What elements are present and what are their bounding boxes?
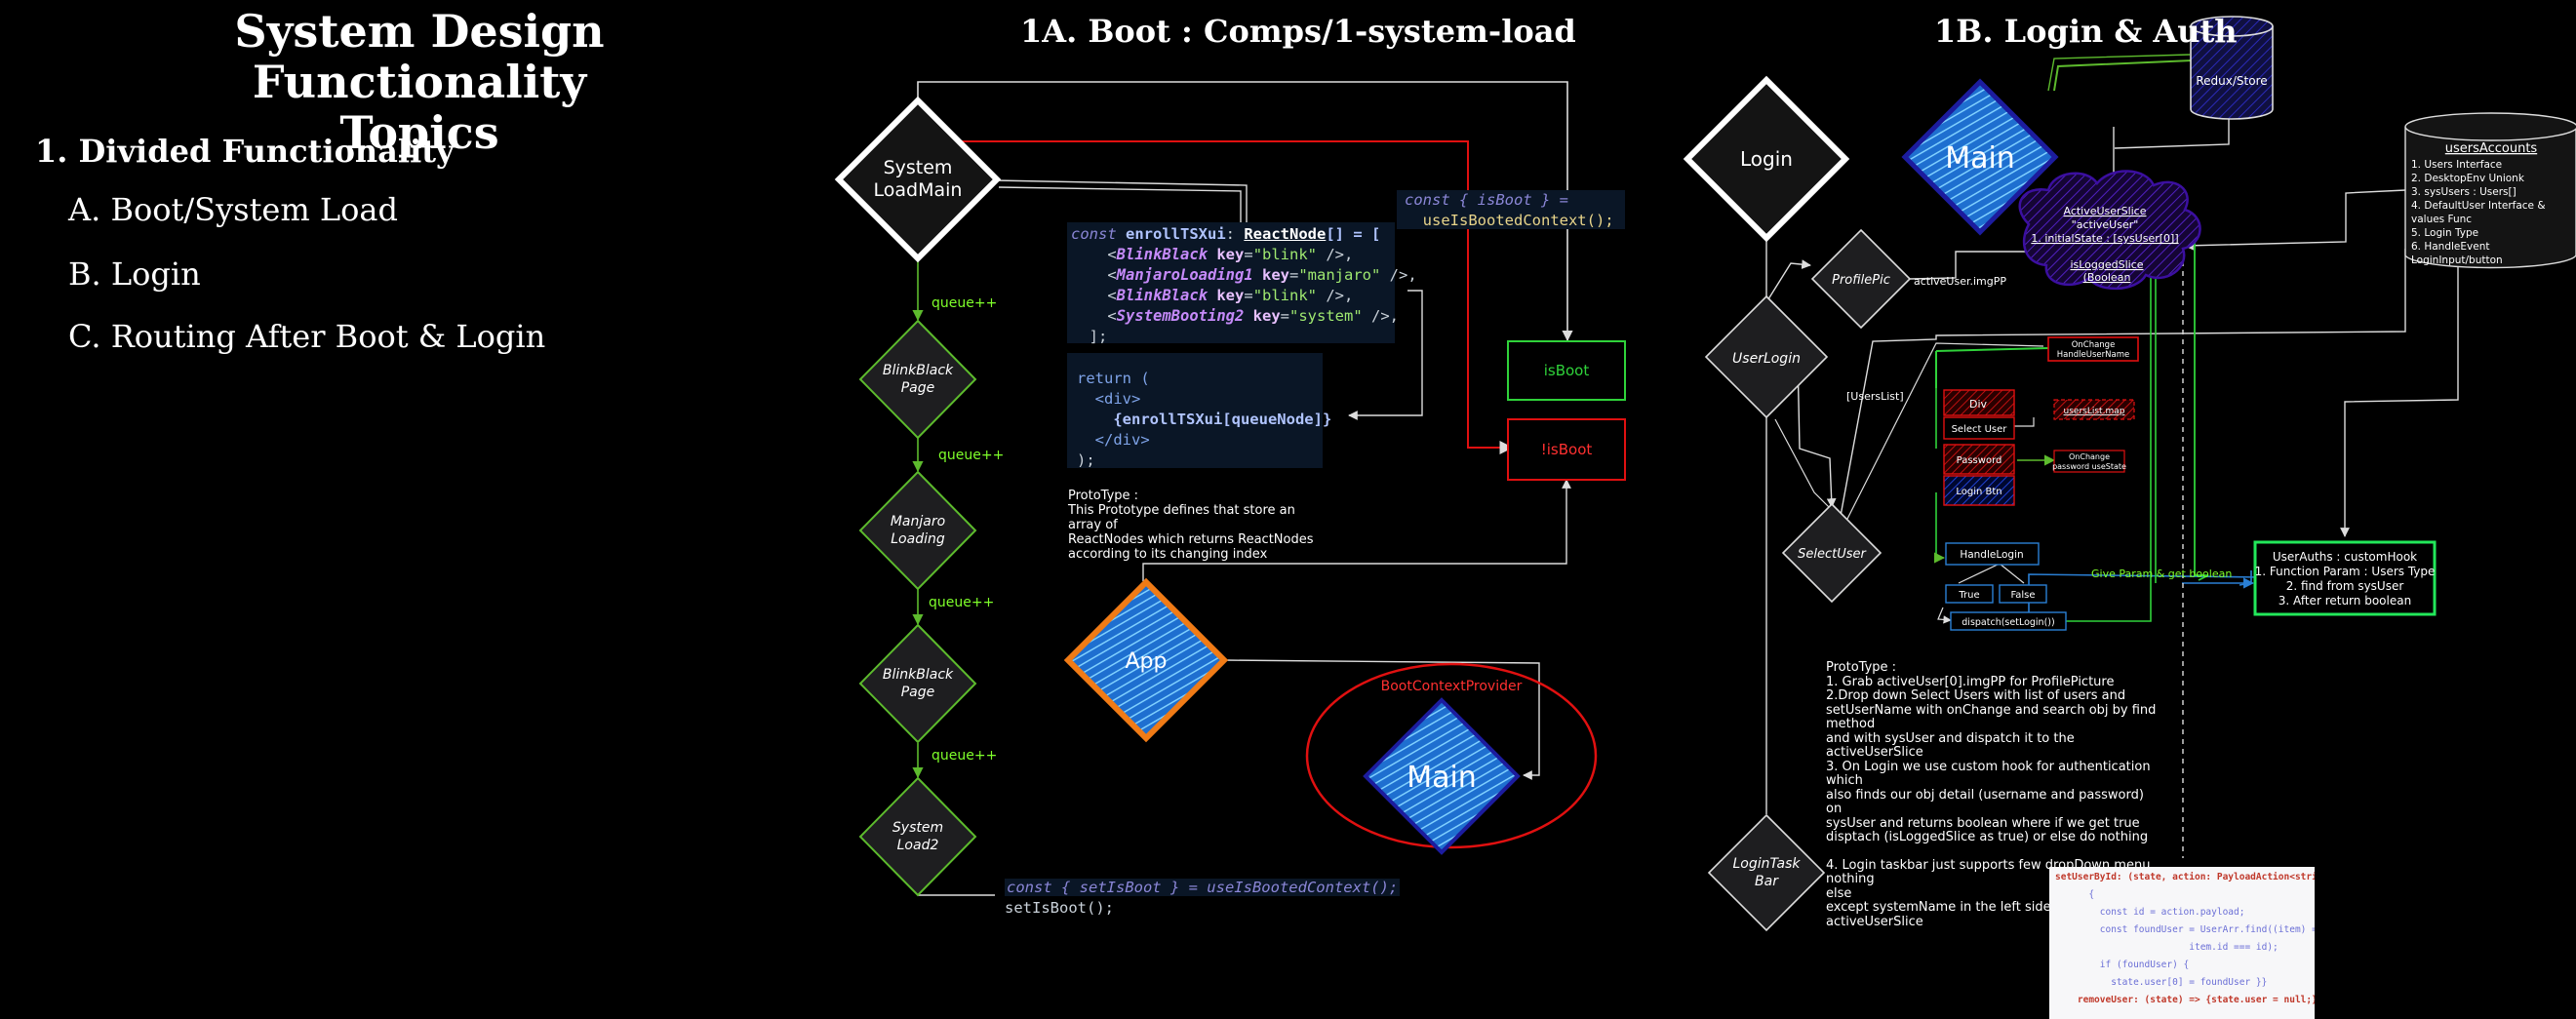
svg-text:LoginTask: LoginTask (1732, 856, 1801, 872)
select-user-node: SelectUser (1781, 502, 1882, 604)
give-param-label: Give Param & get boolean (2091, 568, 2232, 580)
topic-item-routing: C. Routing After Boot & Login (68, 318, 546, 355)
onchange-handle-username: OnChange HandleUserName (2047, 336, 2139, 362)
boot-diamond-manjaro: Manjaro Loading (858, 470, 977, 591)
is-boot-box: isBoot (1507, 340, 1626, 401)
handle-login-group: HandleLogin True False dispatch(setLogin… (1945, 542, 2067, 631)
svg-text:Select User: Select User (1952, 424, 2008, 435)
active-user-img-label: activeUser.imgPP (1914, 275, 2006, 288)
queue-label-1: queue++ (931, 295, 997, 311)
page-title: System Design Functionality Topics (234, 5, 605, 159)
section-heading: 1. Divided Functionality (35, 133, 455, 170)
profile-pic-node: ProfilePic (1810, 228, 1912, 330)
svg-text:3. sysUsers : Users[]: 3. sysUsers : Users[] (2411, 186, 2517, 198)
queue-label-4: queue++ (931, 748, 997, 764)
boot-diamond-blinkblack-2: BlinkBlack Page (858, 623, 977, 744)
topic-item-login: B. Login (68, 255, 201, 293)
code-isboot-block: const { isBoot } = useIsBootedContext(); (1397, 190, 1625, 229)
system-loadmain-node: System LoadMain (834, 96, 1002, 263)
svg-text:isLoggedSlice: isLoggedSlice (2070, 258, 2143, 271)
svg-text:!isBoot: !isBoot (1541, 441, 1593, 458)
svg-text:1. initialState : [sysUser[0]]: 1. initialState : [sysUser[0]] (2031, 232, 2178, 245)
svg-text:Manjaro: Manjaro (891, 514, 945, 529)
svg-text:System: System (892, 820, 943, 836)
svg-text:usersAccounts: usersAccounts (2445, 141, 2538, 156)
svg-text:HandleUserName: HandleUserName (2057, 350, 2129, 360)
boot-section-title: 1A. Boot : Comps/1-system-load (1020, 13, 1576, 50)
svg-text:1. Function Param : Users Type: 1. Function Param : Users Type (2255, 565, 2436, 578)
svg-text:5. Login Type: 5. Login Type (2411, 227, 2478, 239)
svg-text:False: False (2010, 590, 2035, 601)
svg-text:Login Btn: Login Btn (1956, 487, 2001, 497)
svg-text:dispatch(setLogin()): dispatch(setLogin()) (1962, 617, 2054, 628)
system-loadmain-line2: LoadMain (874, 179, 963, 201)
login-form-group: Div Select User usersList.map Password O… (1943, 389, 2135, 506)
redux-store: Redux/Store (2190, 16, 2274, 120)
boot-diamond-system-load2: System Load2 (858, 776, 977, 897)
login-section-title: 1B. Login & Auth (1934, 13, 2238, 50)
svg-text:"activeUser": "activeUser" (2072, 218, 2139, 231)
login-node: Login (1683, 75, 1850, 243)
svg-text:Load2: Load2 (897, 838, 939, 853)
svg-text:Redux/Store: Redux/Store (2196, 74, 2267, 88)
boot-diamond-blinkblack-1: BlinkBlack Page (858, 319, 977, 440)
queue-label-2: queue++ (938, 448, 1004, 463)
svg-text:App: App (1126, 649, 1168, 674)
svg-text:ActiveUserSlice: ActiveUserSlice (2063, 205, 2146, 217)
users-list-label: [UsersList] (1846, 390, 1904, 403)
svg-text:UserLogin: UserLogin (1732, 351, 1801, 367)
reducer-code-card: setUserById: (state, action: PayloadActi… (2049, 867, 2315, 1019)
svg-text:values Func: values Func (2411, 214, 2472, 225)
svg-text:password useState: password useState (2052, 462, 2126, 471)
svg-text:OnChange: OnChange (2072, 340, 2116, 350)
svg-text:6. HandleEvent: 6. HandleEvent (2411, 241, 2489, 253)
user-auths-box: UserAuths : customHook 1. Function Param… (2253, 540, 2437, 616)
svg-text:(Boolean: (Boolean (2083, 271, 2131, 284)
not-is-boot-box: !isBoot (1507, 418, 1626, 481)
svg-text:Bar: Bar (1755, 874, 1779, 889)
users-accounts: usersAccounts 1. Users Interface 2. Desk… (2404, 112, 2576, 269)
svg-text:SelectUser: SelectUser (1798, 547, 1867, 562)
svg-text:BootContextProvider: BootContextProvider (1381, 679, 1523, 694)
svg-text:LoginInput/button: LoginInput/button (2411, 255, 2503, 266)
queue-label-3: queue++ (929, 595, 994, 610)
svg-text:Page: Page (901, 685, 935, 700)
active-user-slice-cloud: ActiveUserSlice "activeUser" 1. initialS… (2018, 170, 2201, 291)
code-return-block: return ( <div> {enrollTSXui[queueNode]} … (1067, 353, 1331, 469)
svg-text:4. DefaultUser Interface &: 4. DefaultUser Interface & (2411, 200, 2546, 212)
svg-text:usersList.map: usersList.map (2064, 407, 2125, 416)
svg-text:UserAuths : customHook: UserAuths : customHook (2273, 550, 2417, 564)
svg-text:Loading: Loading (891, 531, 945, 547)
svg-text:Login: Login (1740, 147, 1793, 171)
svg-text:1. Users Interface: 1. Users Interface (2411, 159, 2502, 171)
boot-context-provider: BootContextProvider Main (1305, 662, 1598, 855)
login-taskbar-node: LoginTask Bar (1707, 813, 1826, 932)
login-prototype: ProtoType : 1. Grab activeUser[0].imgPP … (1826, 660, 2157, 929)
svg-text:BlinkBlack: BlinkBlack (883, 667, 954, 683)
svg-text:ProfilePic: ProfilePic (1832, 273, 1890, 288)
login-connectors (1765, 54, 2459, 858)
svg-text:Div: Div (1969, 398, 1988, 411)
code-enroll-block: const enrollTSXui: ReactNode[] = [ <Blin… (1067, 222, 1417, 345)
svg-text:HandleLogin: HandleLogin (1960, 549, 2023, 561)
svg-text:2. find from sysUser: 2. find from sysUser (2286, 579, 2404, 593)
svg-text:True: True (1958, 590, 1979, 601)
user-login-node: UserLogin (1704, 294, 1829, 419)
topic-item-boot: A. Boot/System Load (68, 191, 398, 228)
system-loadmain-line1: System (884, 157, 953, 178)
svg-text:Page: Page (901, 380, 935, 396)
login-main-node: Main (1901, 78, 2059, 236)
svg-text:isBoot: isBoot (1544, 362, 1590, 379)
code-setisboot-block: const { setIsBoot } = useIsBootedContext… (1005, 879, 1401, 917)
svg-text:Password: Password (1957, 455, 2002, 466)
app-node: App (1063, 577, 1229, 743)
svg-text:2. DesktopEnv Unionk: 2. DesktopEnv Unionk (2411, 173, 2525, 184)
svg-text:OnChange: OnChange (2069, 452, 2110, 461)
svg-text:BlinkBlack: BlinkBlack (883, 363, 954, 378)
boot-prototype: ProtoType : This Prototype defines that … (1068, 489, 1314, 562)
boot-main-label: Main (1407, 761, 1477, 795)
svg-text:Main: Main (1945, 141, 2015, 176)
svg-text:3. After return boolean: 3. After return boolean (2279, 594, 2411, 607)
